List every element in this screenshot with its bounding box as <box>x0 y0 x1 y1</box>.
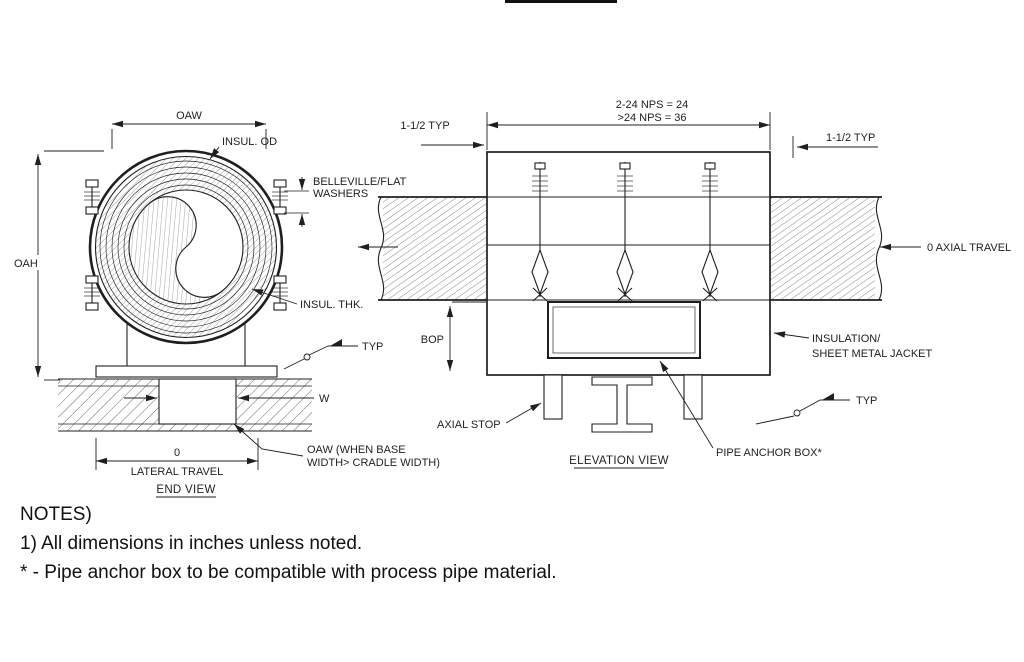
dim-lateral-travel: 0 LATERAL TRAVEL <box>95 438 259 478</box>
elevation-view-title-text: ELEVATION VIEW <box>569 455 669 467</box>
cropped-text-fragment <box>505 0 617 3</box>
nps-dim-text-1: 2-24 NPS = 24 <box>616 99 688 111</box>
axial-stop-text: AXIAL STOP <box>437 419 501 431</box>
weld-flag-icon <box>330 339 342 346</box>
dim-oaw-label: OAW <box>176 110 202 122</box>
note-line-2: * - Pipe anchor box to be compatible wit… <box>20 562 557 583</box>
insulation-hatch <box>96 157 276 337</box>
oaw-note-text-1: OAW (WHEN BASE <box>307 444 406 456</box>
label-axial-stop: AXIAL STOP <box>437 402 542 431</box>
pipe-anchor-box <box>547 301 701 359</box>
weld-typ-text: TYP <box>362 341 383 353</box>
oaw-note-text-2: WIDTH> CRADLE WIDTH) <box>307 457 440 469</box>
process-pipe-left <box>377 196 487 301</box>
process-pipe-right <box>770 196 883 301</box>
dim-typ-right: 1-1/2 TYP <box>792 132 878 158</box>
dim-oaw: OAW <box>111 110 267 149</box>
label-pipe-anchor-box: PIPE ANCHOR BOX* <box>659 360 822 459</box>
dim-oah-label: OAH <box>14 258 38 270</box>
pipe-break-line <box>377 196 385 301</box>
i-beam <box>591 376 653 433</box>
weld-symbol-elevation: TYP <box>755 393 877 425</box>
dim-typ-left: 1-1/2 TYP <box>400 120 484 149</box>
label-insul-thk: INSUL. THK. <box>251 288 363 311</box>
weld-symbol-end-view: TYP <box>283 339 383 370</box>
insulation-text-2: SHEET METAL JACKET <box>812 348 932 360</box>
note-line-1: 1) All dimensions in inches unless noted… <box>20 533 363 554</box>
belleville-text-2: WASHERS <box>313 188 368 200</box>
elevation-view: 2-24 NPS = 24 >24 NPS = 36 1-1/2 TYP 1-1… <box>358 99 1011 469</box>
end-view-title-text: END VIEW <box>156 484 215 496</box>
dim-oah: OAH <box>11 150 104 381</box>
anchor-bolt-2 <box>616 162 634 302</box>
end-view-title: END VIEW <box>156 484 216 498</box>
label-insulation-jacket: INSULATION/ SHEET METAL JACKET <box>773 331 932 360</box>
base-plate <box>95 365 278 378</box>
insulation-od-circle <box>88 149 284 345</box>
note-oaw-base: OAW (WHEN BASE WIDTH> CRADLE WIDTH) <box>233 423 440 469</box>
dim-bop: BOP <box>421 301 486 371</box>
typ-left-text: 1-1/2 TYP <box>400 120 449 132</box>
label-belleville-washers: BELLEVILLE/FLAT WASHERS <box>284 176 407 227</box>
pipe-break-line <box>875 196 883 301</box>
clamp-bolt-upper-left <box>84 179 100 215</box>
clamp-bolt-lower-left <box>84 275 100 311</box>
anchor-box-end-view <box>158 378 237 425</box>
label-axial-travel: 0 AXIAL TRAVEL <box>358 242 1011 254</box>
label-insul-od: INSUL. OD <box>209 136 277 160</box>
bop-dim-text: BOP <box>421 334 444 346</box>
weld-typ-text: TYP <box>856 395 877 407</box>
typ-right-text: 1-1/2 TYP <box>826 132 875 144</box>
clamp-bolt-upper-right <box>272 179 288 215</box>
dim-nps: 2-24 NPS = 24 >24 NPS = 36 <box>486 99 771 150</box>
anchor-bolt-1 <box>531 162 549 302</box>
dim-w-label: W <box>319 393 330 405</box>
belleville-text-1: BELLEVILLE/FLAT <box>313 176 407 188</box>
dim-w: W <box>124 393 330 405</box>
notes-heading: NOTES) <box>20 504 92 525</box>
insulation-text-1: INSULATION/ <box>812 333 881 345</box>
insul-thk-text: INSUL. THK. <box>300 299 363 311</box>
insulated-pipe-section <box>88 149 284 345</box>
insul-od-text: INSUL. OD <box>222 136 277 148</box>
lateral-travel-label: LATERAL TRAVEL <box>131 466 224 478</box>
notes-block: NOTES) 1) All dimensions in inches unles… <box>20 504 557 591</box>
axial-travel-text: 0 AXIAL TRAVEL <box>927 242 1011 254</box>
end-view: OAW INSUL. OD BELLEVILLE/FLAT WASHERS OA… <box>11 110 440 498</box>
clamp-bolt-lower-right <box>272 275 288 311</box>
elevation-view-title: ELEVATION VIEW <box>569 455 669 469</box>
axial-stop-right <box>683 374 703 420</box>
pipe-bore-swirl <box>129 196 223 304</box>
lateral-travel-value: 0 <box>174 447 180 459</box>
weld-flag-icon <box>822 393 834 400</box>
anchor-bolt-3 <box>701 162 719 302</box>
axial-stop-left <box>543 374 563 420</box>
support-cradle <box>126 322 246 366</box>
pipe-anchor-box-text: PIPE ANCHOR BOX* <box>716 447 822 459</box>
jacket-inner-circle <box>94 155 278 339</box>
nps-dim-text-2: >24 NPS = 36 <box>617 112 686 124</box>
